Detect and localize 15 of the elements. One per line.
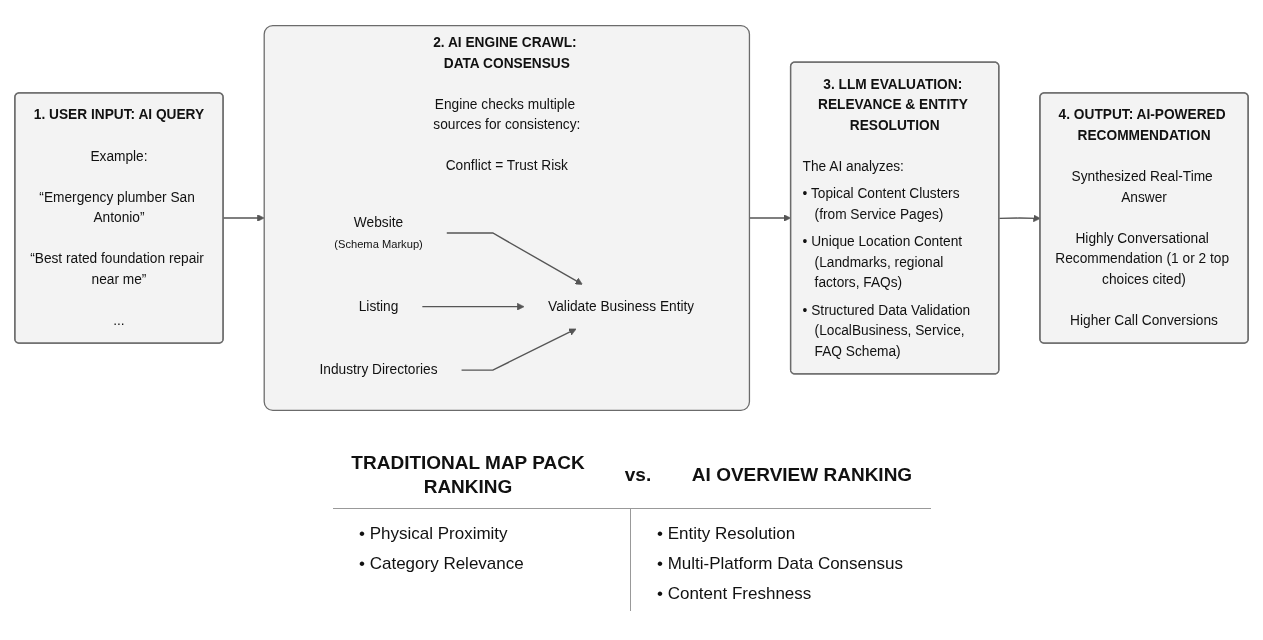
- versus-label: vs.: [623, 464, 653, 486]
- list-item: • Physical Proximity: [359, 523, 508, 545]
- column-heading: AI OVERVIEW RANKING: [690, 463, 914, 487]
- list-item: • Category Relevance: [359, 553, 524, 575]
- arrow: [446, 232, 583, 285]
- node-text: Listing: [358, 298, 399, 314]
- column-heading: TRADITIONAL MAP PACK RANKING: [350, 451, 586, 499]
- list-item: • Multi-Platform Data Consensus: [657, 553, 903, 575]
- node-text: Industry Directories: [319, 362, 438, 377]
- list-item: • Entity Resolution: [657, 523, 796, 545]
- arrow: [421, 302, 525, 311]
- node-text: Website (Schema Markup): [334, 215, 423, 251]
- list-item: • Content Freshness: [657, 583, 812, 605]
- arrow: [460, 328, 577, 371]
- node-text: Validate Business Entity: [548, 298, 695, 314]
